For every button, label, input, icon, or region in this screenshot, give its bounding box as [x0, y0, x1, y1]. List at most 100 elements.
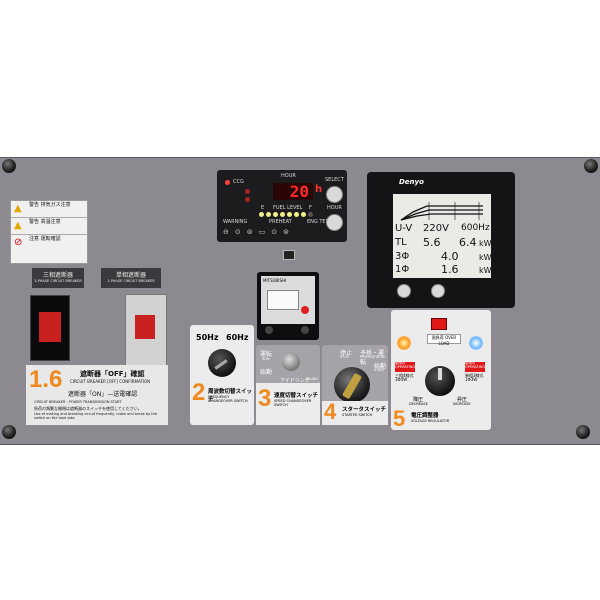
- speed-idle-en: IDLING: [306, 377, 319, 381]
- breaker-toggle[interactable]: [135, 315, 155, 339]
- three-phase-title: 三相遮断器: [42, 272, 73, 279]
- fuel-level-label: FUEL LEVEL: [273, 205, 303, 211]
- three-phase-sub: 3-PHASE CIRCUIT BREAKER: [34, 279, 82, 283]
- speed-relay-brand: MITSUBISHI: [263, 278, 287, 283]
- lcd-row2-unit: kW: [479, 239, 492, 248]
- fuel-level-led: [301, 212, 306, 217]
- left-mode-lamp: [397, 336, 411, 350]
- starter-stop-en: STOP: [340, 355, 350, 359]
- lcd-row2-right: 6.4: [459, 236, 477, 249]
- overload-en: OVER LOAD: [438, 335, 457, 346]
- overload-lamp: [431, 318, 447, 330]
- speed-start-label: 始動: [260, 369, 273, 376]
- fuel-level-led: [273, 212, 278, 217]
- fuel-level-led: [294, 212, 299, 217]
- frequency-knob[interactable]: [208, 349, 236, 377]
- left-mode-badge: 使用可 OPERATING: [395, 361, 415, 372]
- right-mode-badge: 使用可 OPERATING: [465, 361, 485, 372]
- prohibition-icon: ⊘: [14, 237, 23, 248]
- f-label: F: [309, 205, 312, 211]
- power-meter: Denyo U-V 220V 600Hz TL 5.6 6.4 kW 3Φ 4.…: [367, 172, 515, 308]
- lcd-row4-label: 1Φ: [395, 264, 410, 275]
- single-phase-breaker-label: 単相遮断器 1-PHASE CIRCUIT BREAKER: [101, 268, 161, 288]
- lcd-row4-value: 1.6: [441, 263, 459, 276]
- three-phase-breaker-label: 三相遮断器 3-PHASE CIRCUIT BREAKER: [32, 268, 84, 288]
- hour-button-label: HOUR: [327, 205, 342, 211]
- screw: [2, 159, 16, 173]
- warning-labels: ▲ 警告 排気ガス注意 ▲ 警告 高温注意 ⊘ 注意 運転確認: [10, 200, 88, 264]
- fuel-level-gauge: [259, 212, 315, 218]
- select-label: SELECT: [325, 177, 344, 183]
- warning-item: ▲ 警告 高温注意: [11, 218, 87, 235]
- hour-display-value: 20: [289, 182, 309, 201]
- fuel-level-led: [266, 212, 271, 217]
- voltage-number: 5: [393, 406, 406, 431]
- increase-label: 昇圧: [457, 397, 468, 403]
- single-phase-title: 単相遮断器: [115, 272, 146, 279]
- speed-number: 3: [258, 385, 272, 412]
- breaker-toggle[interactable]: [39, 312, 61, 342]
- breaker-caution-note-en: Use of making and breaking circuit frequ…: [34, 412, 158, 420]
- frequency-switch-card: 50Hz 60Hz 2 周波数切替スイッチ FREQUENCY CHANGEOV…: [190, 325, 254, 425]
- breaker-number: 1.6: [29, 366, 63, 393]
- starter-preheat-run-label: 予熱・運転: [360, 350, 385, 366]
- lcd-row3-label: 3Φ: [395, 251, 410, 262]
- decrease-label: 降圧: [413, 397, 424, 403]
- lcd-row3-value: 4.0: [441, 250, 459, 263]
- status-led: [225, 180, 230, 185]
- status-led: [245, 189, 250, 194]
- breaker-confirm-sub: CIRCUIT BREAKER [OFF] CONFIRMATION: [70, 379, 151, 384]
- right-mode-lamp: [469, 336, 483, 350]
- meter-left-button[interactable]: [397, 284, 411, 298]
- knob-pointer: [438, 368, 442, 380]
- preheat-label: PREHEAT: [269, 219, 292, 225]
- breaker-confirm-label: 1.6 遮断器「OFF」確認 CIRCUIT BREAKER [OFF] CON…: [26, 365, 168, 425]
- fuel-level-led: [308, 212, 313, 217]
- speed-toggle[interactable]: [282, 353, 300, 371]
- e-label: E: [261, 205, 265, 211]
- warning-item: ⊘ 注意 運転確認: [11, 235, 87, 251]
- right-mode-desc: 単相3線式 1Φ3W: [465, 373, 484, 383]
- speed-switch-card: 運転 RUN 始動 アイドリング IDLING 3 速度切替スイッチ SPEED…: [256, 345, 320, 425]
- hour-button[interactable]: [326, 214, 343, 231]
- starter-title: スタータスイッチ: [342, 407, 387, 413]
- starter-sub: STARTER SWITCH: [342, 413, 373, 417]
- lcd-row3-unit: kW: [479, 253, 492, 262]
- voltage-regulator-card: 過負荷 OVER LOAD 使用可 OPERATING 三相4線式 3Φ4W 使…: [391, 310, 491, 431]
- screw: [2, 425, 16, 439]
- speed-run-en: RUN: [262, 357, 270, 361]
- starter-key-switch[interactable]: [334, 367, 370, 403]
- meter-brand: Denyo: [399, 178, 424, 186]
- meter-right-button[interactable]: [431, 284, 445, 298]
- hour-label: HOUR: [281, 173, 296, 179]
- engine-controller: HOUR CCG 20 h E FUEL LEVEL F WARNING PRE…: [217, 170, 347, 242]
- overload-label: 過負荷 OVER LOAD: [427, 334, 461, 346]
- hour-display-unit: h: [315, 184, 323, 195]
- starter-number: 4: [324, 399, 337, 424]
- starter-preheat-run-en: PREHEAT/RUN: [360, 355, 385, 359]
- hour-display: 20: [273, 183, 313, 200]
- single-phase-breaker[interactable]: [125, 294, 167, 366]
- voltage-sub: VOLTAGE REGULATOR: [411, 419, 450, 423]
- starter-stop-label: 停止: [340, 350, 353, 357]
- breaker-on-note: 遮断器「ON」—送電確認: [68, 391, 138, 398]
- fuel-level-led: [259, 212, 264, 217]
- voltage-regulator-knob[interactable]: [425, 366, 455, 396]
- hz60-label: 60Hz: [226, 333, 249, 342]
- fuel-level-led: [280, 212, 285, 217]
- fuel-level-led: [287, 212, 292, 217]
- meter-graph: [400, 202, 483, 221]
- left-mode-desc: 三相4線式 3Φ4W: [395, 373, 414, 383]
- starter-start-en: START: [374, 368, 385, 372]
- speed-relay-face: MITSUBISHI: [261, 276, 315, 324]
- speed-relay-led: [301, 306, 309, 314]
- speed-sub: SPEED CHANGEOVER SWITCH: [274, 399, 312, 407]
- hz50-label: 50Hz: [196, 333, 219, 342]
- speed-relay-window: [267, 290, 299, 310]
- select-button[interactable]: [326, 186, 343, 203]
- three-phase-breaker[interactable]: [30, 295, 70, 361]
- frequency-number: 2: [192, 379, 206, 406]
- breaker-confirm-title: 遮断器「OFF」確認: [80, 370, 145, 378]
- warning-triangle-icon: ▲: [14, 220, 22, 231]
- decrease-en: DECREASE: [409, 402, 428, 406]
